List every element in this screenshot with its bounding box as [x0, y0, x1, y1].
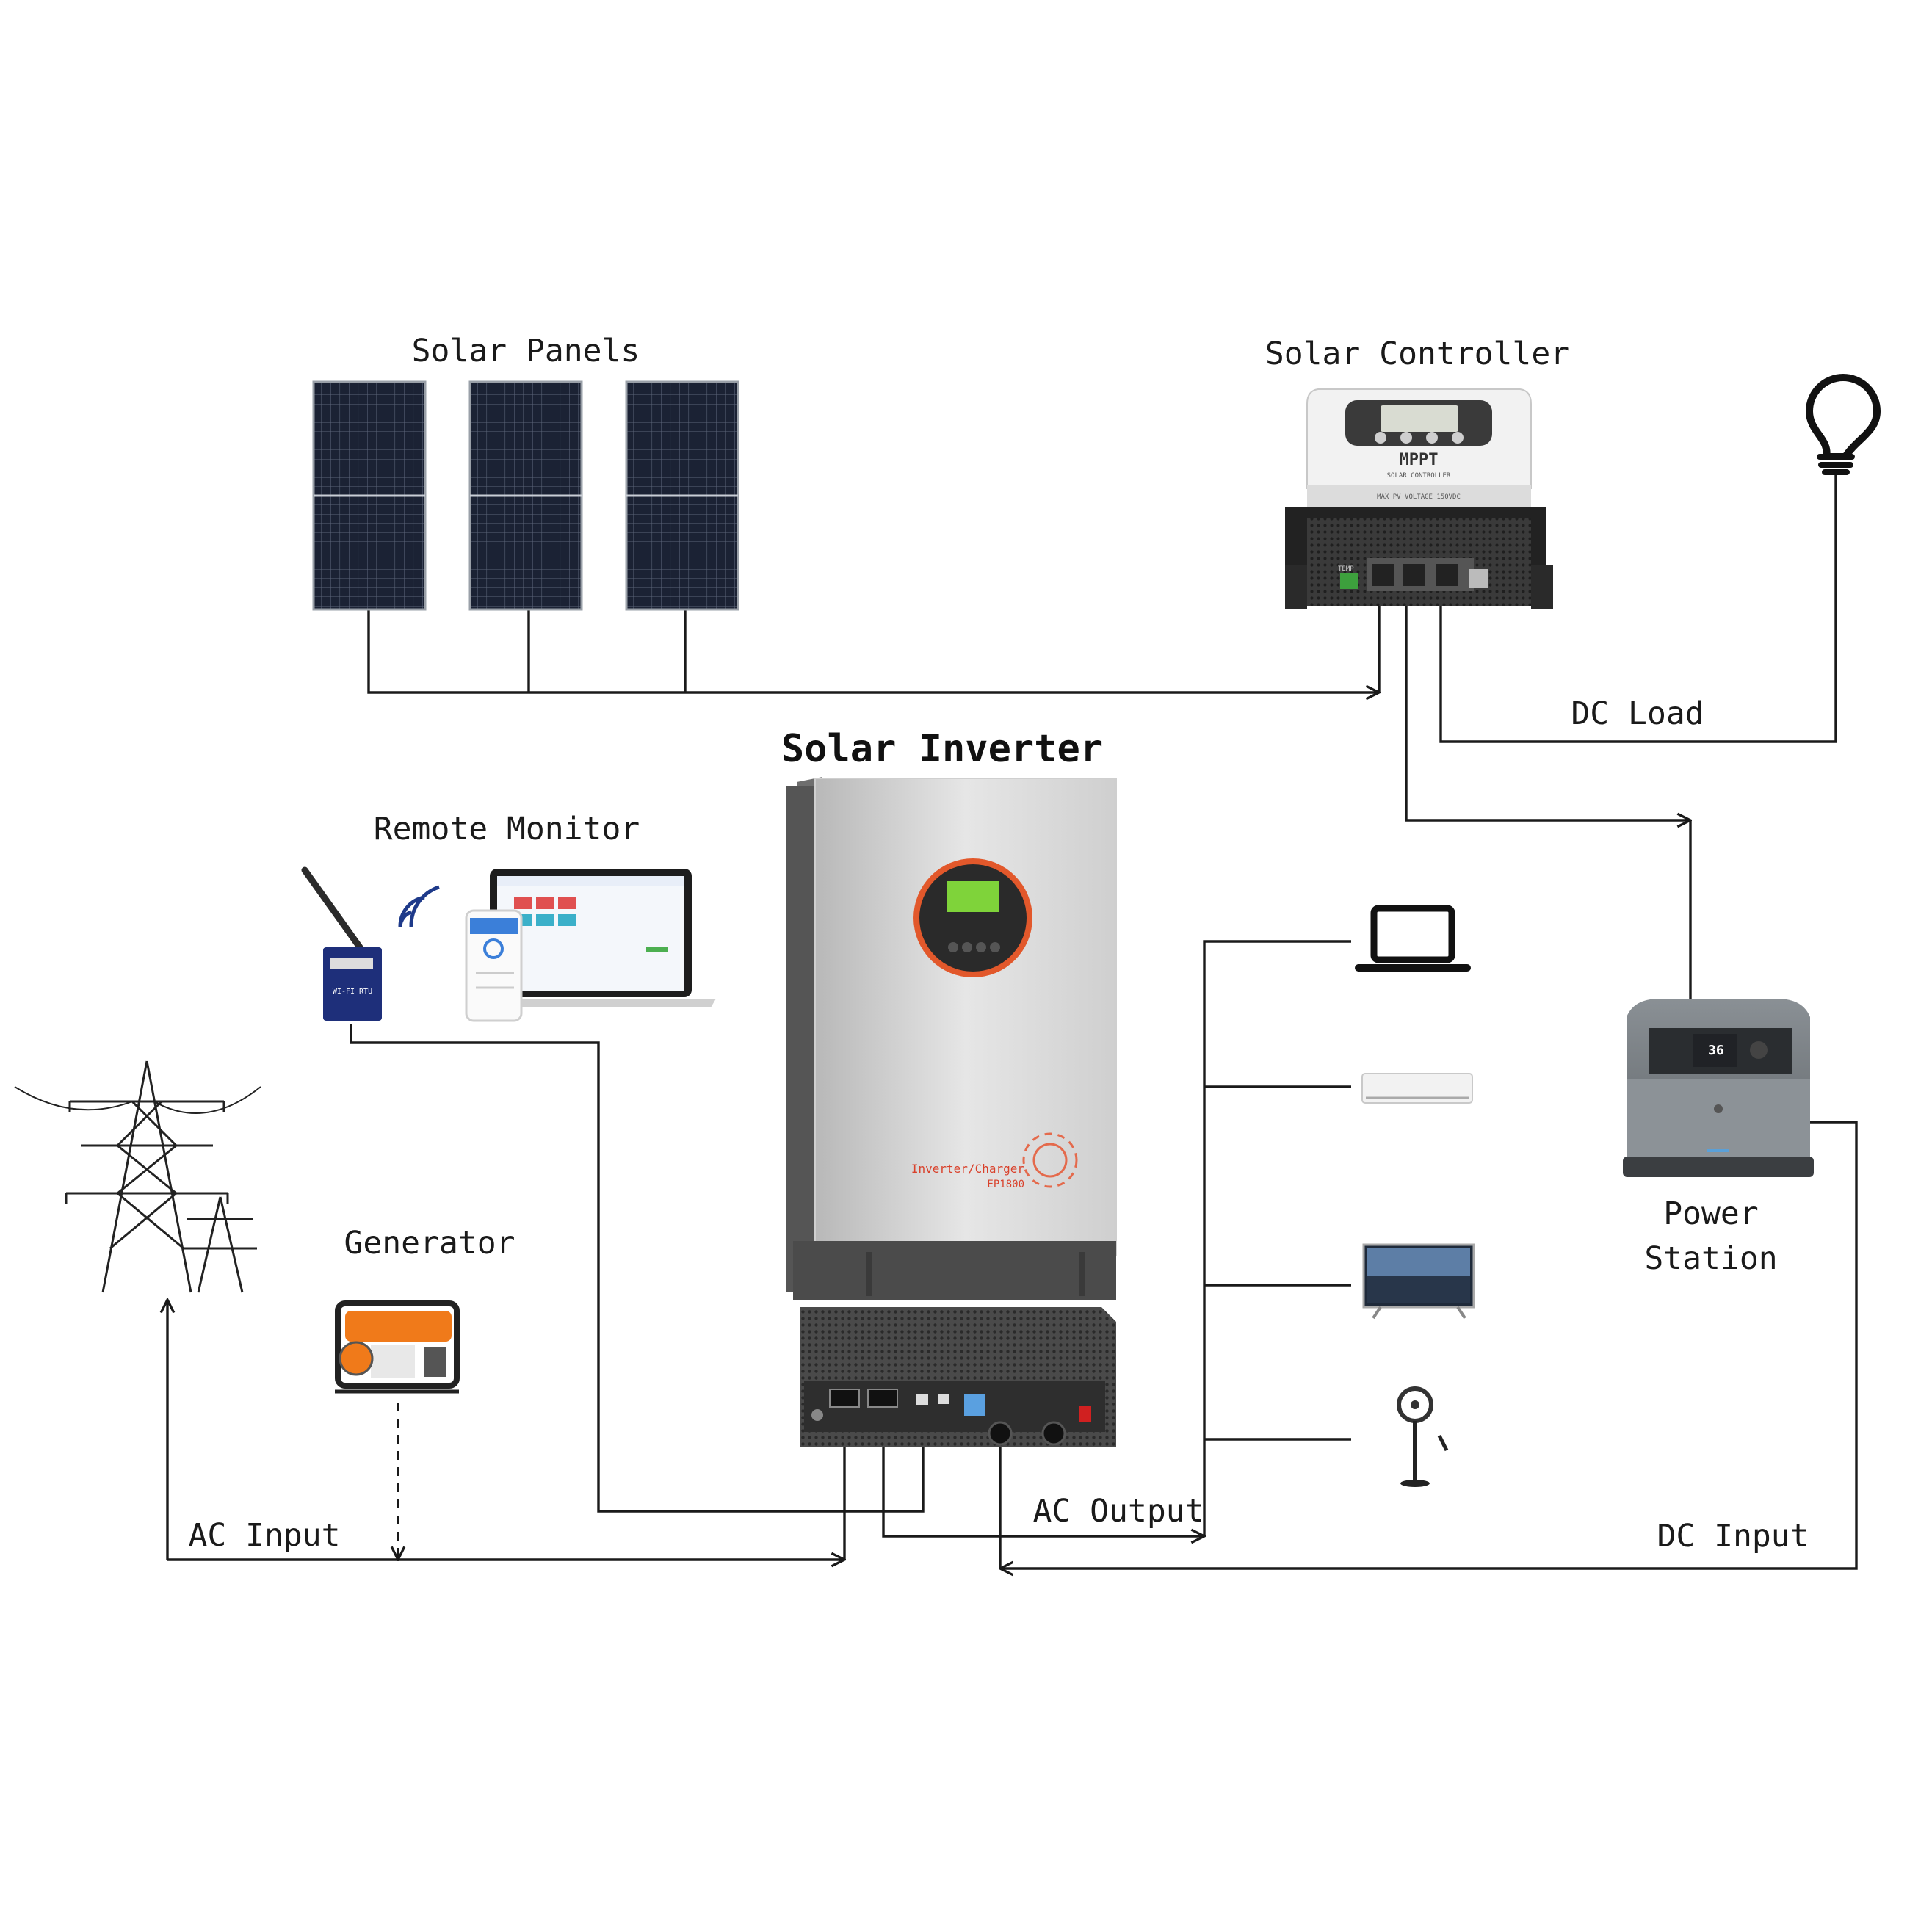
air-conditioner-icon — [1361, 1073, 1473, 1104]
wifi-rtu-icon: WI-FI RTU — [301, 866, 382, 1021]
ac-input-label: AC Input — [188, 1517, 340, 1554]
inverter-icon: Inverter/Charger EP1800 — [786, 777, 1117, 1447]
inverter-product-label: Inverter/Charger — [911, 1162, 1024, 1176]
solar-panels-label: Solar Panels — [412, 333, 640, 369]
controller-sub: SOLAR CONTROLLER — [1387, 472, 1451, 480]
television-icon — [1362, 1243, 1475, 1320]
wiring — [167, 470, 1858, 1569]
controller-battery-wire — [1405, 595, 1690, 820]
ac-output-label: AC Output — [1033, 1493, 1204, 1530]
solar-panel-icon — [312, 380, 427, 611]
laptop-icon — [1355, 905, 1471, 972]
power-station-label-line1: Power — [1663, 1195, 1758, 1232]
solar-controller-label: Solar Controller — [1265, 336, 1569, 372]
controller-temp-label: TEMP — [1338, 565, 1354, 573]
power-tower-icon — [14, 1060, 261, 1293]
power-station-label-line2: Station — [1644, 1240, 1777, 1277]
remote-monitor-label: Remote Monitor — [374, 811, 640, 847]
power-station-icon: 36 — [1623, 999, 1814, 1177]
generator-label: Generator — [344, 1225, 515, 1262]
load-bus-wire — [1203, 940, 1351, 1536]
rtu-label: WI-FI RTU — [333, 988, 372, 996]
inverter-model-label: EP1800 — [987, 1179, 1024, 1190]
remote-monitor: WI-FI RTU — [301, 866, 716, 1022]
ac-output-wire — [882, 1417, 1204, 1536]
panel-1-wire — [367, 609, 1379, 692]
controller-brand: MPPT — [1400, 451, 1439, 469]
controller-maxpv: MAX PV VOLTAGE 150VDC — [1377, 493, 1461, 501]
power-station-display: 36 — [1708, 1043, 1724, 1058]
charge-controller-icon: MPPT SOLAR CONTROLLER MAX PV VOLTAGE 150… — [1285, 388, 1553, 609]
sun-logo-icon — [1022, 1132, 1078, 1188]
solar-panels — [312, 380, 739, 611]
light-bulb-icon — [1806, 374, 1881, 475]
stand-fan-icon — [1397, 1386, 1449, 1487]
solar-panel-icon — [468, 380, 583, 611]
solar-panel-icon — [625, 380, 739, 611]
dc-input-label: DC Input — [1657, 1518, 1809, 1555]
diagram-title: Solar Inverter — [781, 727, 1103, 771]
dc-load-wire — [1439, 470, 1837, 743]
dc-input-wire — [1000, 1121, 1858, 1569]
laptop-screen-icon — [470, 869, 716, 1007]
wifi-signal-icon — [398, 885, 440, 927]
phone-icon — [465, 909, 523, 1022]
monitor-wire — [350, 1024, 925, 1513]
dc-load-label: DC Load — [1571, 695, 1704, 732]
generator-icon — [335, 1300, 460, 1394]
